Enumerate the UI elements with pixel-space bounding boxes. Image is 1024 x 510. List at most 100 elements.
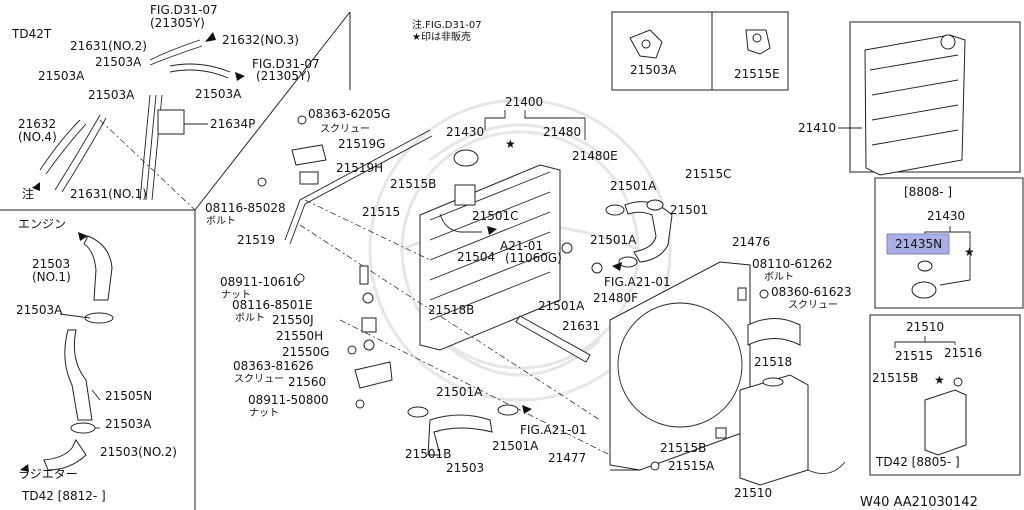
screw-icon: [650, 461, 660, 471]
star-mark-r2: ★: [934, 373, 945, 387]
label-21550g: 21550G: [282, 345, 329, 359]
bracket-fastener-group: 08363-6205G スクリュー 21519G 21519H 08116-85…: [205, 107, 433, 419]
label-21503-no1: 21503: [32, 257, 70, 271]
label-21503a-2: 21503A: [38, 69, 85, 83]
reservoir-hose: [807, 461, 846, 475]
date-8808-label: [8808- ]: [904, 185, 952, 199]
label-21632-no3: 21632(NO.3): [222, 33, 299, 47]
cap-icon: [940, 34, 956, 50]
screw-icon: [297, 115, 307, 125]
label-21503a-3: 21503A: [195, 87, 242, 101]
label-21501b: 21501B: [405, 447, 451, 461]
bushing-21519h: [299, 171, 319, 185]
overflow-hose-21504: [439, 213, 482, 233]
fastener-08116-8501e-sub: ボルト: [235, 312, 265, 324]
clamp-21503a-lower: [70, 422, 96, 434]
clamp-21501a: [407, 406, 429, 418]
cap-21430: [911, 281, 937, 299]
right-inset-21410: 21410: [798, 34, 966, 176]
label-21501a-b2: 21501A: [492, 439, 539, 453]
label-21550j: 21550J: [272, 313, 314, 327]
fastener-08360-61623-sub: スクリュー: [788, 299, 838, 311]
label-21631: 21631: [562, 319, 600, 333]
reservoir-group: 21510: [734, 374, 846, 500]
reservoir-21510: [739, 374, 809, 486]
clamp-21501a-u: [605, 204, 625, 216]
label-21518: 21518: [754, 355, 792, 369]
label-21501a-b1: 21501A: [436, 385, 483, 399]
radiator-assembly: 21400 21430 21480 21480E ★ 21515B 21515 …: [299, 95, 641, 471]
label-21550h: 21550H: [276, 329, 323, 343]
hose-21503: [427, 414, 493, 456]
seal-21435n: [917, 260, 933, 272]
label-21516: 21516: [944, 346, 982, 360]
insulator-21550h: [361, 317, 377, 333]
lower-hose-group: 21501A FIG.A21-01 21501B 21503 21501A: [405, 385, 587, 475]
label-21515c: 21515C: [685, 167, 732, 181]
reservoir-21510-r: [924, 389, 967, 456]
fastener-08363-6205g: 08363-6205G: [308, 107, 390, 121]
label-21519: 21519: [237, 233, 275, 247]
clamp-21503a: [84, 312, 114, 324]
label-21515: 21515: [362, 205, 400, 219]
label-21519g: 21519G: [338, 137, 385, 151]
plug-21480f: [591, 262, 603, 274]
washer-21550g: [363, 339, 375, 351]
clamp-21501a-u2: [618, 256, 638, 268]
label-21501a-u2: 21501A: [590, 233, 637, 247]
hose-21503-no1: [83, 235, 113, 301]
pipe-21631: [515, 315, 591, 363]
label-21503a-5: 21503A: [16, 303, 63, 317]
radiator-fins: [429, 171, 551, 321]
label-21501a-u1: 21501A: [610, 179, 657, 193]
shroud-ring: [617, 302, 743, 428]
td42-hose-group: エンジン 21503 (NO.1) 21503A 21505N 21503A 2…: [16, 217, 177, 503]
hose-21501: [624, 201, 673, 263]
chu-label: 注: [22, 186, 34, 201]
bracket-21519g: [291, 144, 327, 166]
label-21501a-c1: 21501A: [538, 299, 585, 313]
star-mark: ★: [505, 137, 516, 151]
label-21634p: 21634P: [210, 117, 255, 131]
bolt-icon: [737, 287, 747, 301]
hose-21505n: [64, 329, 93, 421]
engine-label: エンジン: [18, 217, 66, 231]
pipe-21631-no1: [54, 114, 107, 193]
label-21631-no2: 21631(NO.2): [70, 39, 147, 53]
bracket-21560: [354, 361, 393, 389]
nut-icon: [295, 273, 305, 283]
fig-ref-a21-c: FIG.A21-01: [520, 423, 587, 437]
washer-21550j: [362, 292, 374, 304]
section-dividers: [0, 11, 1024, 510]
label-21501: 21501: [670, 203, 708, 217]
fastener-08116-85028-sub: ボルト: [206, 215, 236, 227]
fastener-08911-10610-sub: ナット: [221, 289, 251, 301]
label-21632: 21632: [18, 117, 56, 131]
fig-ref-d31-right: FIG.D31-07: [252, 57, 320, 71]
fan-shroud-group: 21476 21477 08110-61262 ボルト 08360-61623 …: [548, 235, 852, 473]
label-21515b-2: 21515B: [660, 441, 706, 455]
note-line-1: 注.FIG.D31-07: [412, 18, 482, 31]
bolt-icon: [359, 265, 369, 285]
nut-icon: [355, 399, 365, 409]
label-21515b-1: 21515B: [390, 177, 436, 191]
pipe-21632-no4: [39, 119, 87, 175]
fastener-08363-81626-sub: スクリュー: [234, 373, 284, 385]
note-line-2: ★印は非販売: [412, 30, 471, 43]
radiator-core: [419, 164, 561, 351]
arrow-icon: [235, 72, 245, 81]
label-21505n: 21505N: [105, 389, 152, 403]
label-21632-no4: (NO.4): [18, 130, 57, 144]
arrow-icon: [78, 232, 88, 241]
td42t-group: TD42T FIG.D31-07 (21305Y) 21631(NO.2) 21…: [11, 3, 320, 211]
highlight-21435n: [886, 233, 950, 255]
bracket-21634p: [157, 109, 185, 135]
right-inset-8808: [8808- ] 21430 21435N ★: [886, 185, 975, 299]
label-21430: 21430: [446, 125, 484, 139]
fig-ref-a21-b: FIG.A21-01: [604, 275, 671, 289]
drain-21480: [561, 242, 573, 254]
fastener-08911-50800-sub: ナット: [249, 407, 279, 419]
arrow-icon: [522, 405, 532, 414]
label-21510-r: 21510: [906, 320, 944, 334]
